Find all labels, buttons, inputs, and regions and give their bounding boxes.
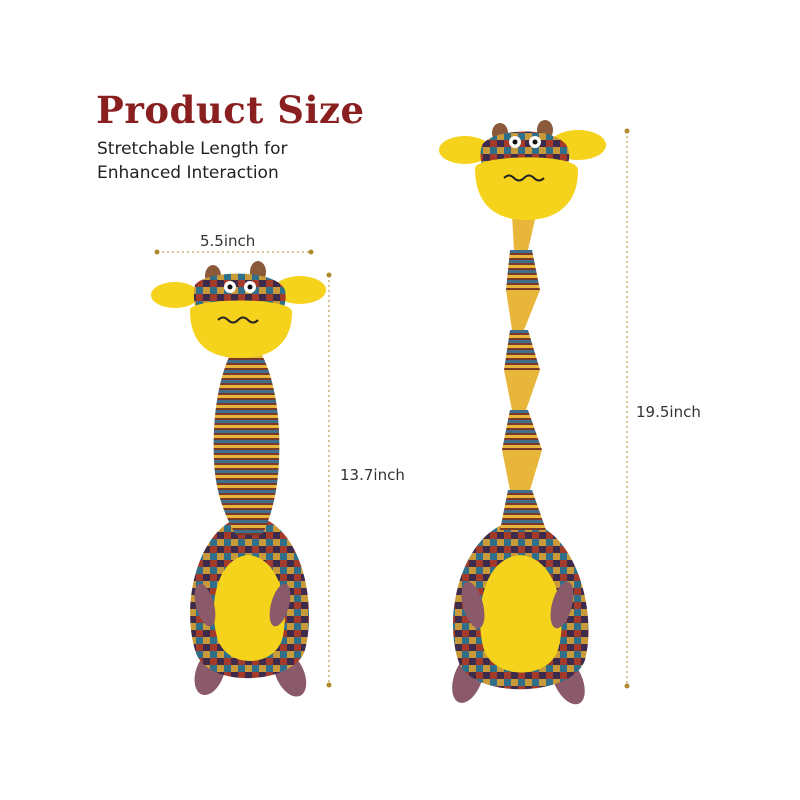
- width-dimension-line: [154, 249, 314, 255]
- compressed-height-label: 13.7inch: [340, 466, 405, 484]
- toy-stretched: [439, 120, 606, 705]
- subtitle: Stretchable Length for Enhanced Interact…: [97, 137, 357, 185]
- stretched-height-label: 19.5inch: [636, 403, 701, 421]
- stretched-height-dimension-line: [624, 128, 630, 689]
- width-label: 5.5inch: [200, 232, 256, 250]
- compressed-height-dimension-line: [326, 272, 332, 688]
- toy-compressed: [151, 261, 326, 697]
- subtitle-line-2: Enhanced Interaction: [97, 163, 279, 183]
- page-title: Product Size: [96, 88, 365, 132]
- subtitle-line-1: Stretchable Length for: [97, 139, 288, 159]
